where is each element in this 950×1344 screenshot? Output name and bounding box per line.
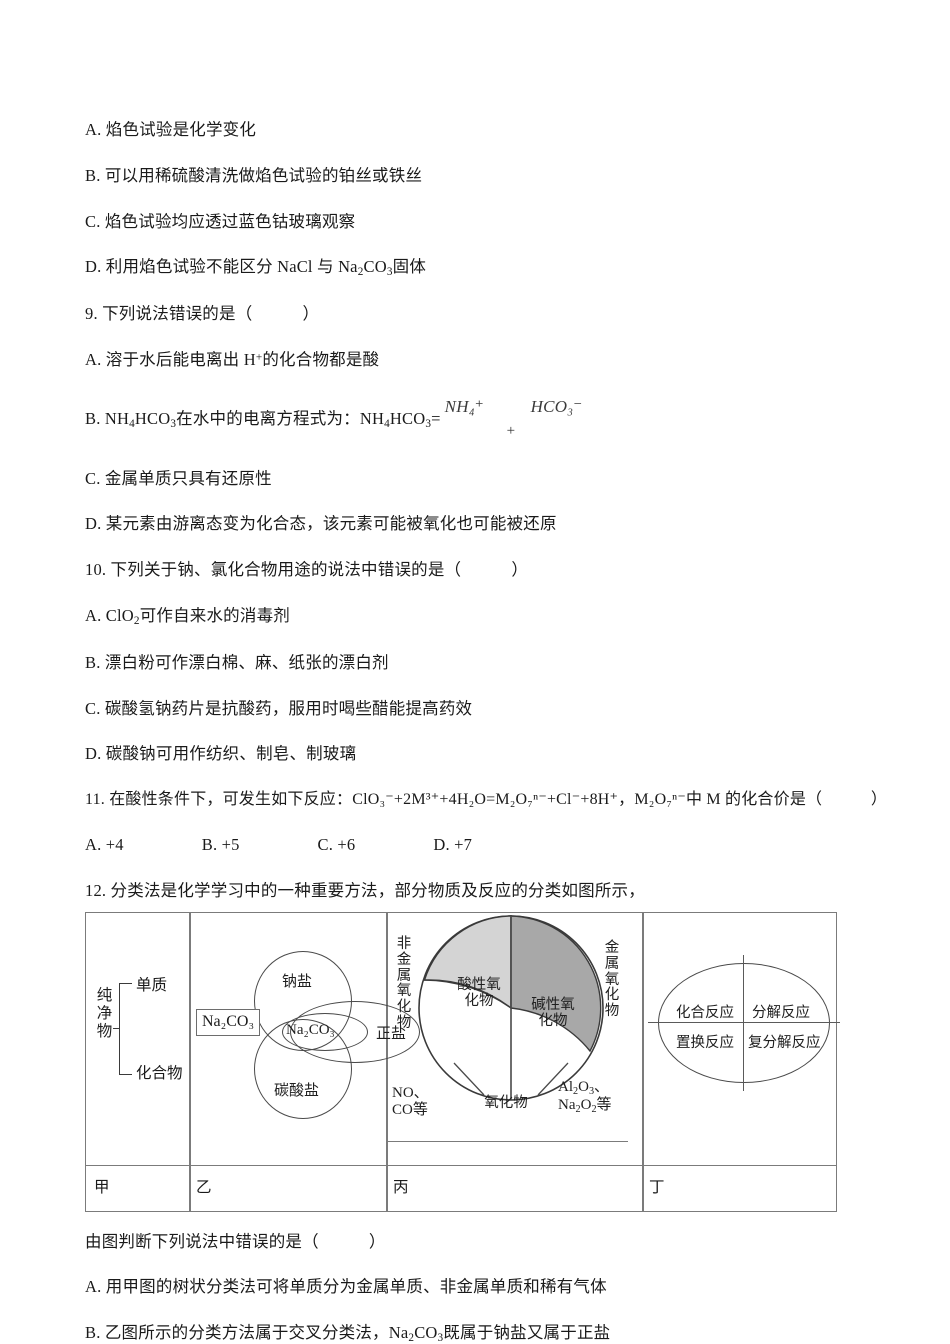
q11-option-a: A. +4: [85, 835, 124, 855]
q9-opta-pre: A. 溶于水后能电离出 H: [85, 349, 256, 369]
q8-option-d: D. 利用焰色试验不能区分 NaCl 与 Na2CO3固体: [85, 255, 875, 281]
yi-label-carbonate: 碳酸盐: [274, 1082, 320, 1099]
bing-example-right: Al2O3、Na2O2等: [558, 1078, 612, 1116]
figure-divider-bottom: [86, 1164, 836, 1167]
q12-optb-post: 既属于钠盐又属于正盐: [443, 1323, 611, 1343]
page-content: A. 焰色试验是化学变化 B. 可以用稀硫酸清洗做焰色试验的铂丝或铁丝 C. 焰…: [85, 118, 887, 1344]
classification-figure: 纯净物 单质 化合物 Na₂CO₃ 钠盐 碳酸盐 正盐 Na₂CO₃ 非金属氧化…: [85, 911, 840, 1213]
jia-brace: [119, 982, 132, 1075]
jia-branch-bottom: 化合物: [136, 1064, 183, 1082]
jia-brace-stub: [113, 1027, 120, 1030]
ding-panel: 化合反应 分解反应 置换反应 复分解反应: [642, 913, 840, 1173]
q9-option-a: A. 溶于水后能电离出 H+的化合物都是酸: [85, 348, 875, 373]
q9-optb-s4: 3: [425, 417, 432, 430]
figure-cell-label-bing: 丙: [393, 1178, 409, 1196]
q9-stem: 9. 下列说法错误的是（ ）: [85, 304, 320, 324]
bing-oxide-circle: [418, 914, 604, 1101]
q10-opta-pre: A. ClO: [85, 605, 134, 625]
q8-optd-suffix: 固体: [392, 257, 427, 277]
bing-example-left: NO、CO等: [392, 1084, 429, 1118]
bing-label-nonmetal-oxide: 非金属氧化物: [396, 935, 412, 1032]
jia-root-label: 纯净物: [96, 986, 113, 1040]
hco3-ion: HCO₃⁻: [530, 396, 583, 416]
q12-optb-m: CO: [414, 1323, 438, 1343]
q11-option-b: B. +5: [201, 835, 240, 855]
yi-ellipse-center: [282, 1012, 368, 1051]
q10-opta-sub: 2: [133, 615, 140, 628]
figure-cell-label-jia: 甲: [94, 1178, 110, 1196]
ding-label-displacement: 置换反应: [676, 1034, 734, 1051]
q8-option-c: C. 焰色试验均应透过蓝色钴玻璃观察: [85, 211, 356, 231]
q8-option-b: B. 可以用稀硫酸清洗做焰色试验的铂丝或铁丝: [85, 165, 423, 185]
jia-branch-top: 单质: [136, 976, 168, 994]
q11-option-c: C. +6: [317, 835, 356, 855]
q11-stem-post: 中 M 的化合价是（ ）: [686, 791, 888, 809]
nh4-ion: NH₄⁺: [444, 396, 484, 416]
q8-option-a: A. 焰色试验是化学变化: [85, 120, 257, 139]
yi-label-normal-salt: 正盐: [376, 1025, 407, 1042]
q10-option-a: A. ClO2可作自来水的消毒剂: [85, 604, 875, 630]
q9-optb-s1: 4: [129, 417, 135, 430]
q11-options-row: A. +4 B. +5 C. +6 D. +7: [85, 833, 875, 858]
q9-optb-m2: HCO: [389, 408, 426, 428]
figure-cell-label-ding: 丁: [649, 1178, 665, 1196]
q11-equation: ClO₃⁻+2M³⁺+4H₂O=M₂O₇ⁿ⁻+Cl⁻+8H⁺: [352, 791, 619, 809]
yi-label-center-formula: Na₂CO₃: [286, 1021, 335, 1038]
q12-stem: 12. 分类法是化学学习中的一种重要方法，部分物质及反应的分类如图所示，: [85, 880, 645, 900]
q10-option-c: C. 碳酸氢钠药片是抗酸药，服用时喝些醋能提高药效: [85, 698, 473, 718]
q9-opta-post: 的化合物都是酸: [262, 349, 380, 369]
q9-optb-s3: 4: [384, 417, 390, 430]
q9-optb-mid: 在水中的电离方程式为：NH: [176, 408, 385, 428]
yi-label-sodium-salt: 钠盐: [282, 973, 313, 990]
figure-divider-1: [189, 912, 191, 1211]
q11-equation-2: M₂O₇ⁿ⁻: [634, 791, 686, 809]
q8-optd-sub2: 3: [386, 266, 393, 279]
q12-option-a: A. 用甲图的树状分类法可将单质分为金属单质、非金属单质和稀有气体: [85, 1277, 607, 1297]
q12-sub-stem: 由图判断下列说法中错误的是（ ）: [85, 1231, 386, 1251]
yi-formula-box: Na₂CO₃: [196, 1008, 261, 1036]
bing-label-basic-oxide: 碱性氧化物: [531, 996, 575, 1030]
q8-optd-mid: CO: [363, 257, 387, 277]
q9-opta-sup: +: [255, 351, 263, 364]
q9-option-b: B. NH4HCO3在水中的电离方程式为：NH4HCO3=NH₄⁺+HCO₃⁻: [85, 397, 875, 439]
q9-optb-pre: B. NH: [85, 408, 130, 428]
q12-optb-pre: B. 乙图所示的分类方法属于交叉分类法，Na: [85, 1323, 409, 1343]
q9-option-d: D. 某元素由游离态变为化合态，该元素可能被氧化也可能被还原: [85, 514, 557, 534]
q9-optb-m1: HCO: [134, 408, 171, 428]
q10-opta-post: 可作自来水的消毒剂: [139, 605, 290, 625]
ding-label-metathesis: 复分解反应: [748, 1034, 821, 1051]
q12-optb-s2: 3: [437, 1332, 444, 1344]
q10-stem: 10. 下列关于钠、氯化合物用途的说法中错误的是（ ）: [85, 560, 529, 580]
q11-stem: 11. 在酸性条件下，可发生如下反应：ClO₃⁻+2M³⁺+4H₂O=M₂O₇ⁿ…: [85, 788, 887, 812]
figure-divider-bing-bottom: [386, 1140, 628, 1143]
q9-optb-eq: =: [431, 408, 441, 428]
bing-label-metal-oxide: 金属氧化物: [604, 939, 620, 1020]
q9-optb-s2: 3: [170, 417, 177, 430]
yi-formula-text: Na₂CO₃: [202, 1012, 255, 1030]
ding-horizontal-divider: [648, 1021, 840, 1024]
q11-stem-mid: ，: [618, 791, 635, 809]
q12-optb-s1: 2: [408, 1332, 415, 1344]
q9-option-c: C. 金属单质只具有还原性: [85, 468, 272, 488]
q8-optd-sub1: 2: [357, 266, 364, 279]
q11-option-d: D. +7: [433, 835, 473, 855]
bing-label-oxide: 氧化物: [484, 1094, 528, 1111]
plus-sign: +: [506, 422, 516, 439]
ding-label-combination: 化合反应: [676, 1004, 734, 1021]
q8-optd-prefix: D. 利用焰色试验不能区分 NaCl 与 Na: [85, 257, 358, 277]
figure-cell-label-yi: 乙: [196, 1178, 212, 1196]
q11-stem-pre: 11. 在酸性条件下，可发生如下反应：: [85, 791, 353, 809]
ding-label-decomposition: 分解反应: [752, 1004, 810, 1021]
q10-option-d: D. 碳酸钠可用作纺织、制皂、制玻璃: [85, 744, 357, 764]
figure-divider-2: [386, 912, 388, 1211]
bing-panel: 非金属氧化物 金属氧化物 酸性氧化物 碱性氧化物: [386, 913, 634, 1213]
q12-option-b: B. 乙图所示的分类方法属于交叉分类法，Na2CO3既属于钠盐又属于正盐: [85, 1321, 875, 1344]
bing-label-acidic-oxide: 酸性氧化物: [457, 976, 501, 1010]
figure-divider-3: [642, 912, 644, 1211]
q10-option-b: B. 漂白粉可作漂白棉、麻、纸张的漂白剂: [85, 652, 389, 672]
